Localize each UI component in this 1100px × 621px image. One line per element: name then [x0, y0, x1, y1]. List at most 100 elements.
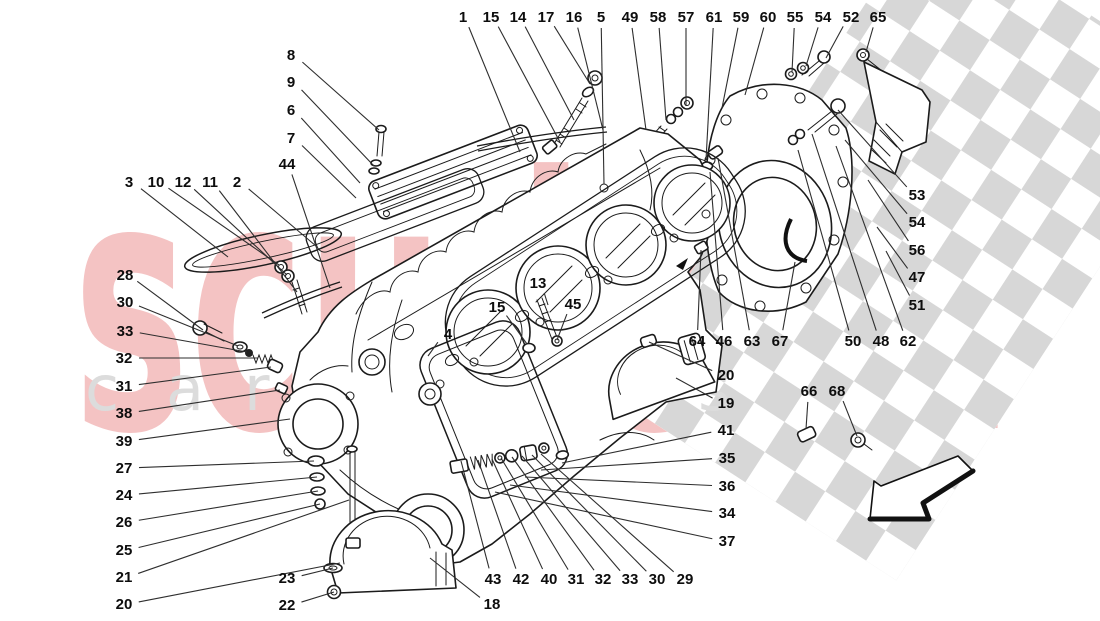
- part-number-label: 30: [649, 571, 666, 588]
- leader-line: [497, 26, 561, 143]
- leader-line: [658, 27, 667, 121]
- part-number-label: 6: [287, 102, 295, 119]
- part-number-label: 33: [117, 323, 134, 340]
- part-number-label: 37: [719, 533, 736, 550]
- part-number-label: 38: [116, 405, 133, 422]
- part-number-label: 27: [116, 460, 133, 477]
- leader-line: [138, 305, 239, 347]
- leader-line: [300, 117, 361, 184]
- bearing-cap-front: [323, 445, 457, 600]
- leader-line: [138, 366, 272, 386]
- part-number-label: 62: [900, 333, 917, 350]
- leader-line: [500, 457, 569, 570]
- leader-line: [811, 133, 877, 331]
- leader-line: [867, 179, 909, 242]
- timing-mark-arrow: [676, 258, 688, 270]
- leader-line: [835, 145, 904, 331]
- leader-line: [248, 188, 317, 247]
- engine-crankcase-drawing: [183, 48, 931, 600]
- leader-line: [468, 26, 521, 153]
- leader-line: [705, 27, 714, 161]
- left-gaskets: [183, 126, 608, 319]
- leader-line: [524, 476, 713, 487]
- watermark-subtitle-letter: a: [166, 352, 204, 425]
- leader-line: [494, 491, 713, 540]
- watermark-subtitle-letter: c: [85, 352, 119, 425]
- part-number-label: 49: [622, 9, 639, 26]
- leader-line: [302, 61, 380, 131]
- part-number-label: 54: [909, 214, 926, 231]
- leader-line: [139, 332, 248, 353]
- part-number-label: 41: [718, 422, 735, 439]
- part-number-label: 43: [485, 571, 502, 588]
- leader-line: [791, 27, 795, 73]
- sealant-bead: [783, 218, 808, 263]
- part-number-label: 66: [801, 383, 818, 400]
- part-number-label: 63: [744, 333, 761, 350]
- leader-line: [521, 455, 621, 572]
- leader-line: [138, 460, 315, 469]
- screw-68: [850, 432, 873, 451]
- part-number-label: 57: [678, 9, 695, 26]
- part-number-label: 8: [287, 47, 295, 64]
- leader-line: [138, 503, 321, 549]
- part-number-label: 17: [538, 9, 555, 26]
- chain-cover-gasket: [419, 320, 569, 499]
- leader-line: [524, 26, 575, 121]
- part-number-label: 1: [459, 9, 467, 26]
- leader-line: [509, 484, 713, 513]
- leader-line: [721, 27, 739, 109]
- part-number-label: 11: [202, 174, 218, 191]
- checkered-flag-watermark: [611, 0, 1100, 581]
- part-number-label: 32: [116, 350, 133, 367]
- leader-line: [805, 401, 809, 430]
- bearing-cap-rear: [608, 332, 716, 421]
- direction-arrow: [867, 455, 976, 522]
- part-number-label: 47: [909, 269, 926, 286]
- leader-line: [744, 27, 765, 96]
- valve-cover-gasket: [305, 168, 485, 262]
- leader-line: [491, 458, 544, 570]
- leader-line: [138, 418, 291, 441]
- part-number-label: 31: [568, 571, 585, 588]
- part-number-label: 21: [116, 569, 133, 586]
- part-number-label: 67: [772, 333, 789, 350]
- part-number-label: 48: [873, 333, 890, 350]
- watermark-subtitle-letter: r: [244, 352, 270, 425]
- part-number-label: 31: [116, 378, 133, 395]
- leader-line: [138, 499, 350, 574]
- part-number-label: 4: [444, 326, 453, 343]
- leader-line: [138, 389, 281, 412]
- part-number-label: 2: [233, 174, 241, 191]
- leader-line: [577, 27, 604, 131]
- leader-line: [193, 188, 288, 276]
- leader-line: [301, 567, 334, 577]
- part-number-label: 29: [677, 571, 694, 588]
- part-number-label: 19: [718, 395, 735, 412]
- part-number-label: 15: [483, 9, 500, 26]
- leader-line: [717, 157, 750, 331]
- cylinder-bores: [435, 164, 731, 389]
- part-number-label: 22: [279, 597, 296, 614]
- part-number-label: 59: [733, 9, 750, 26]
- part-number-label: 13: [530, 275, 547, 292]
- part-number-label: 68: [829, 383, 846, 400]
- part-number-label: 39: [116, 433, 133, 450]
- leader-line: [556, 313, 568, 341]
- leader-line: [842, 400, 858, 437]
- part-number-label: 32: [595, 571, 612, 588]
- part-number-label: 56: [909, 242, 926, 259]
- leader-line: [876, 226, 909, 269]
- leader-line: [477, 459, 517, 569]
- part-number-label: 50: [845, 333, 862, 350]
- part-number-label: 44: [279, 156, 296, 173]
- leader-line: [511, 456, 595, 571]
- part-number-label: 60: [760, 9, 777, 26]
- leader-line: [427, 341, 439, 357]
- leader-line: [697, 249, 702, 331]
- leader-line: [561, 431, 712, 464]
- leader-line: [885, 250, 911, 296]
